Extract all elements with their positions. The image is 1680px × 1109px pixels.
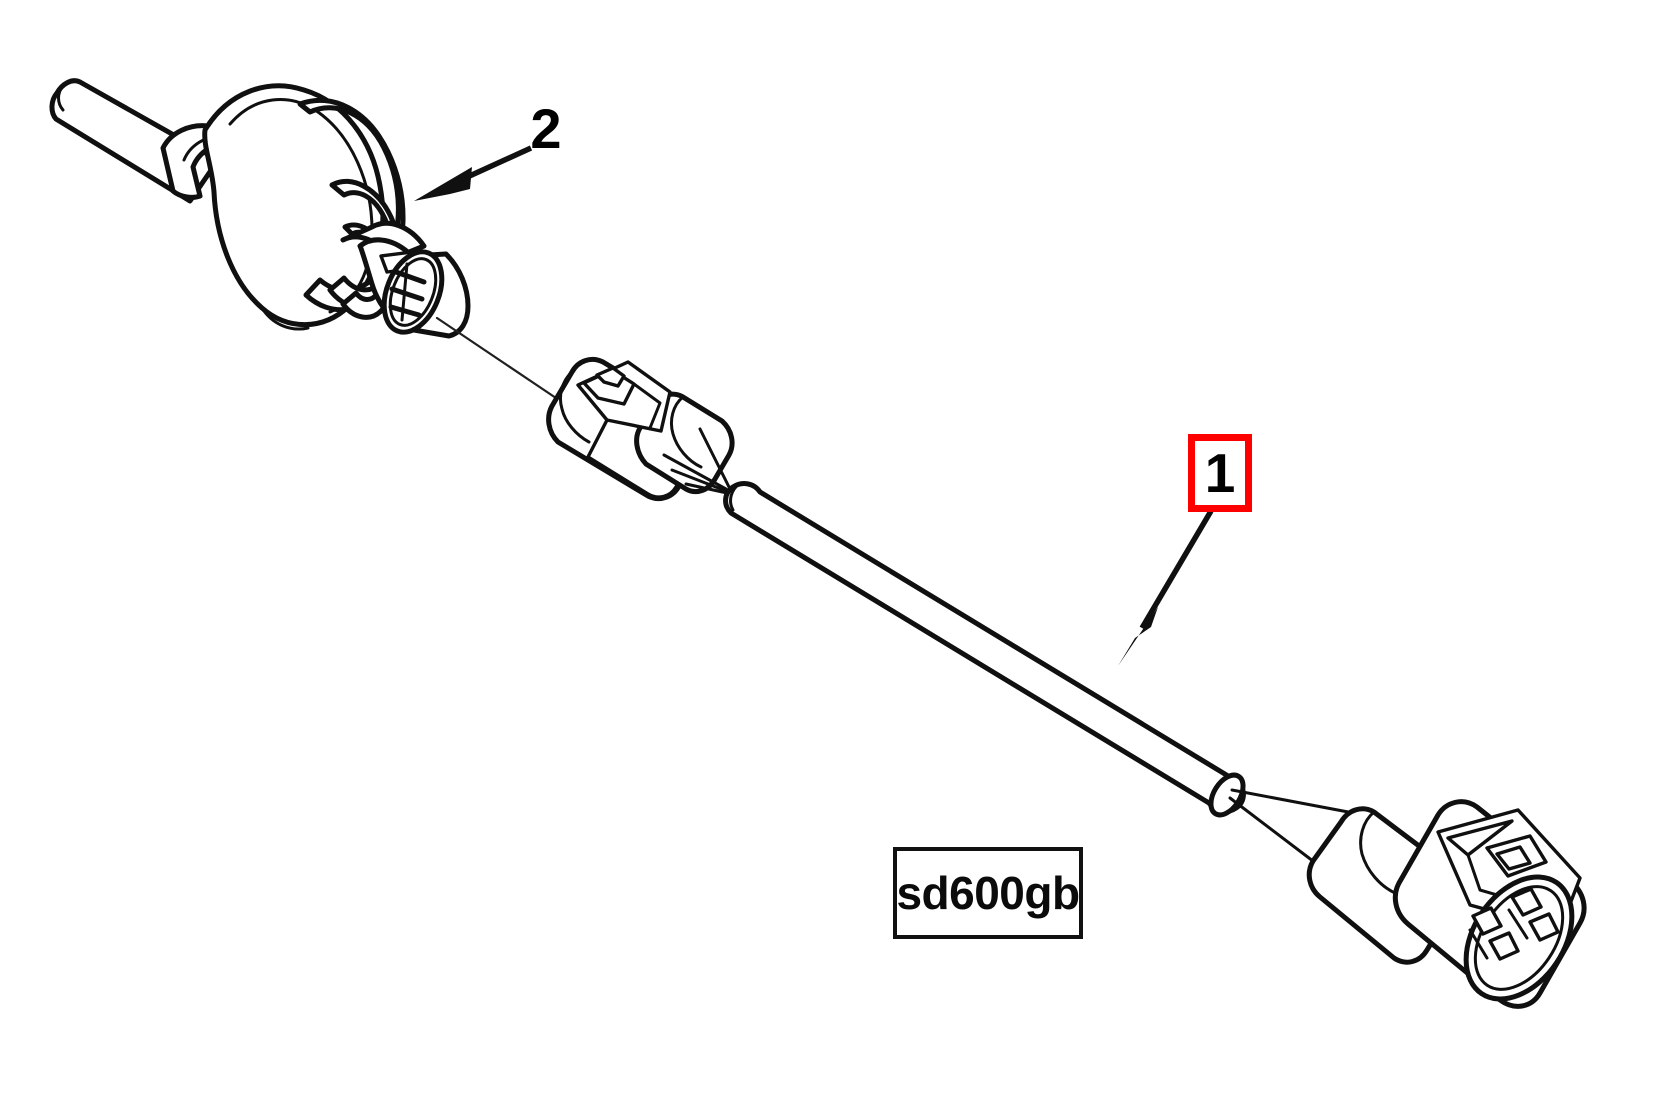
- connector-pins: [1468, 887, 1560, 961]
- callout-label-1[interactable]: 1: [1188, 434, 1252, 512]
- sensor-rib-middle: [327, 178, 402, 311]
- sensor-connector-pins: [388, 262, 427, 322]
- harness-plug-locking-tab: [576, 360, 672, 433]
- harness-lower-connector: [1306, 799, 1587, 1009]
- sensor-connector-face: [381, 249, 445, 335]
- harness-upper-plug: [546, 356, 735, 502]
- harness-upper-wire-bundle: [662, 427, 731, 495]
- callout-2-arrow: [414, 145, 533, 201]
- part-temperature-sensor: [49, 78, 471, 339]
- callout-label-2[interactable]: 2: [530, 97, 562, 160]
- sensor-rib-outer: [297, 97, 406, 313]
- sensor-body-lower-edge: [260, 306, 310, 331]
- harness-cable-sheath: [723, 481, 1246, 818]
- callout-1-arrow: [1118, 509, 1214, 666]
- part-code-label: sd600gb: [893, 847, 1083, 939]
